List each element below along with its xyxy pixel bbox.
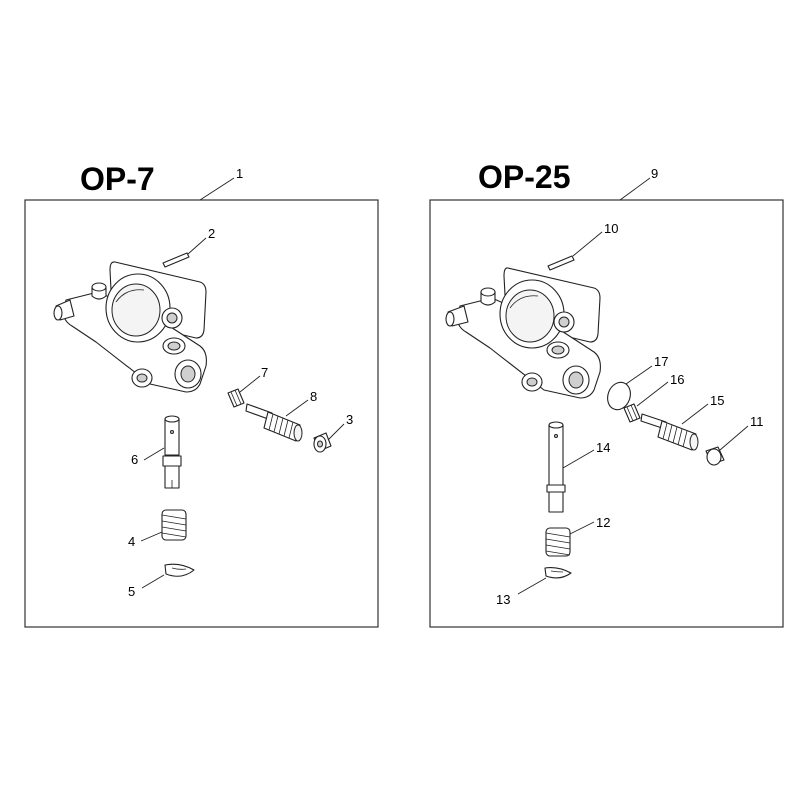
- e-clip-13: [544, 567, 572, 579]
- leader-10: [572, 231, 603, 257]
- leader-12: [569, 521, 595, 535]
- o-ring-17: [607, 381, 631, 411]
- callout-7: 7: [261, 365, 268, 380]
- leader-2: [187, 237, 207, 255]
- callout-12: 12: [596, 515, 610, 530]
- pin-op-25: [547, 255, 575, 271]
- pin-op-7: [162, 252, 190, 268]
- callout-1: 1: [236, 166, 243, 181]
- callout-13: 13: [496, 592, 510, 607]
- plunger-6: [162, 415, 182, 489]
- leader-4: [140, 531, 163, 542]
- leader-14: [562, 449, 595, 469]
- panel-op-25: OP-25 9 10: [429, 159, 784, 628]
- panel-title-op-25: OP-25: [478, 159, 570, 195]
- leader-7: [239, 375, 261, 393]
- callout-14: 14: [596, 440, 610, 455]
- plunger-14: [546, 421, 566, 513]
- leader-9: [619, 177, 651, 201]
- callout-11: 11: [750, 414, 764, 429]
- oil-pump-body-op-25: [445, 267, 601, 399]
- spring-12: [545, 527, 571, 557]
- oil-pump-body-op-7: [53, 261, 207, 393]
- worm-gear-8: [245, 403, 303, 442]
- panel-title-op-7: OP-7: [80, 161, 155, 197]
- spring-4: [161, 509, 187, 541]
- callout-15: 15: [710, 393, 724, 408]
- callout-6: 6: [131, 452, 138, 467]
- leader-15: [681, 403, 709, 425]
- leader-16: [636, 381, 669, 407]
- spring-7: [227, 388, 245, 408]
- leader-13: [517, 577, 547, 595]
- leader-17: [625, 365, 653, 385]
- spring-16: [623, 403, 641, 423]
- worm-gear-15: [640, 413, 699, 451]
- leader-11: [719, 425, 749, 451]
- callout-17: 17: [654, 354, 668, 369]
- callout-16: 16: [670, 372, 684, 387]
- leader-3: [327, 423, 345, 441]
- leader-6: [143, 447, 165, 461]
- callout-5: 5: [128, 584, 135, 599]
- panel-frame-op-7: [24, 199, 379, 628]
- callout-2: 2: [208, 226, 215, 241]
- bushing-3: [313, 432, 332, 453]
- callout-10: 10: [604, 221, 618, 236]
- callout-3: 3: [346, 412, 353, 427]
- cap-11: [705, 446, 725, 466]
- leader-8: [285, 399, 309, 417]
- callout-8: 8: [310, 389, 317, 404]
- callout-4: 4: [128, 534, 135, 549]
- leader-1: [199, 177, 235, 201]
- leader-5: [141, 574, 165, 589]
- panel-op-7: OP-7 1 2: [24, 161, 379, 628]
- callout-9: 9: [651, 166, 658, 181]
- panel-frame-op-25: [429, 199, 784, 628]
- e-clip-5: [164, 563, 195, 577]
